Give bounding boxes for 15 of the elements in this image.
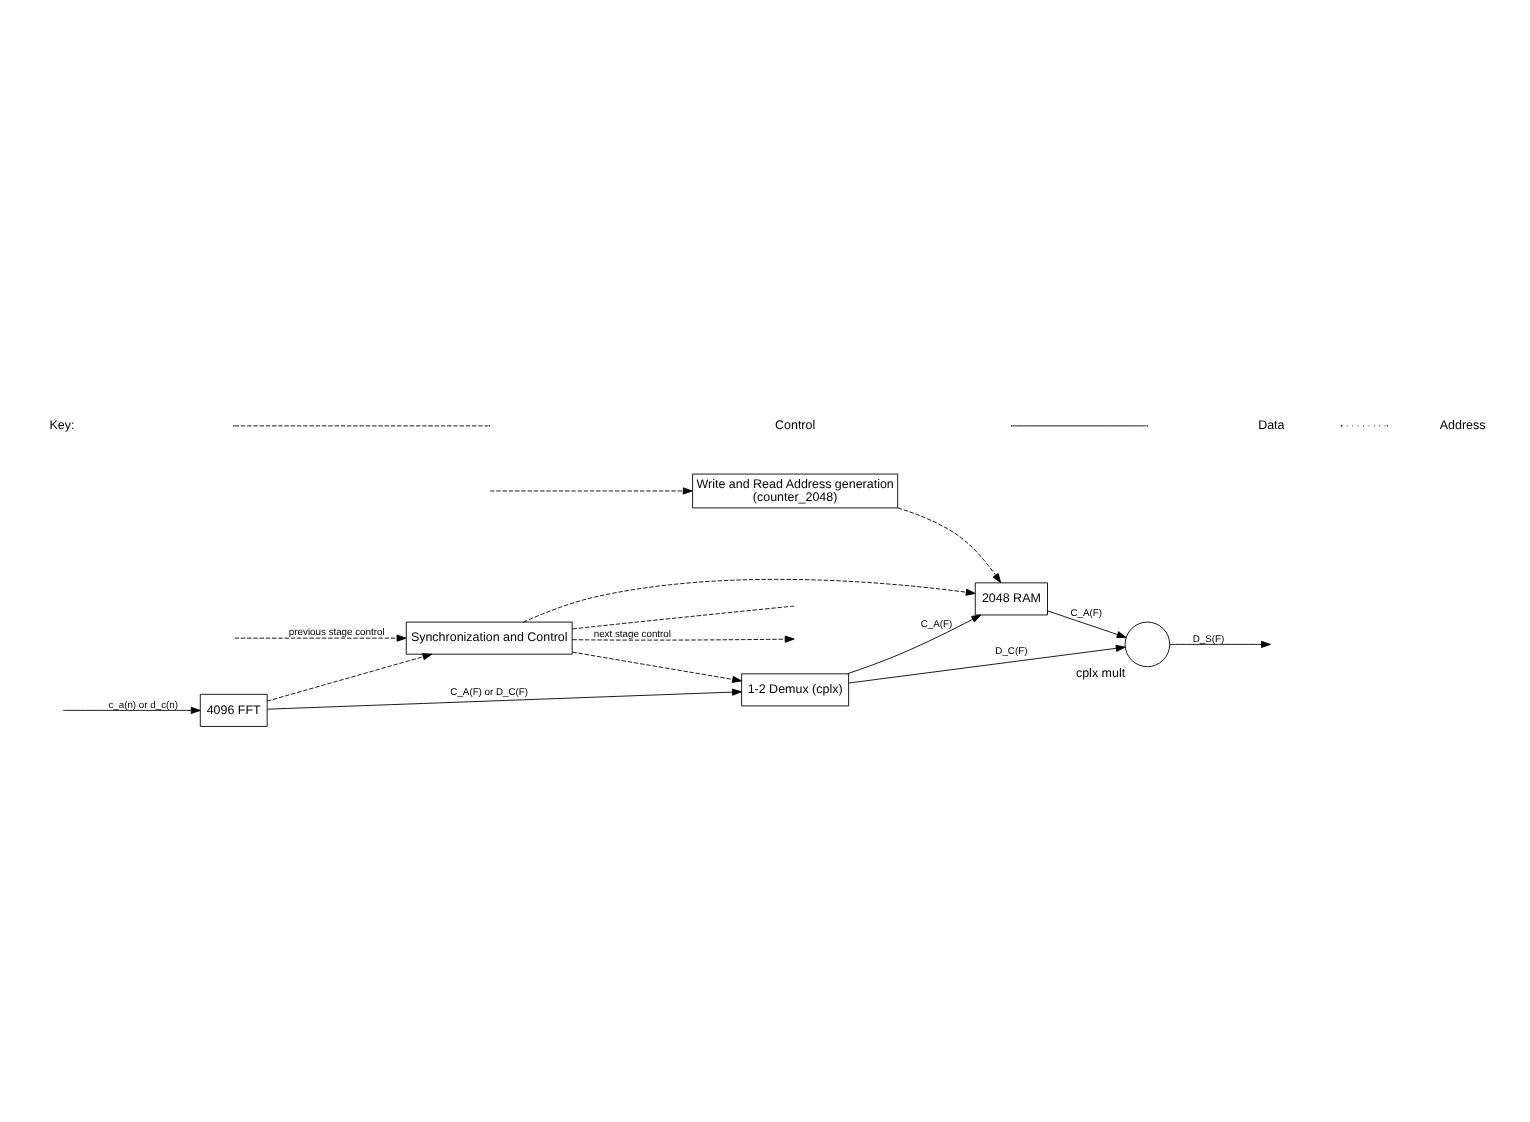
arrow (234, 634, 407, 642)
arrow (897, 507, 1002, 584)
arrow (522, 578, 976, 623)
arrow (848, 644, 1126, 684)
arrow (571, 651, 742, 683)
arrow (489, 487, 693, 495)
node-circle (1124, 621, 1171, 668)
connector (571, 605, 795, 630)
arrow (266, 653, 433, 702)
arrow (572, 635, 795, 643)
arrow (1047, 610, 1127, 638)
arrow (847, 614, 982, 675)
arrow (267, 688, 742, 710)
arrow (62, 706, 201, 714)
arrow (1169, 640, 1271, 648)
